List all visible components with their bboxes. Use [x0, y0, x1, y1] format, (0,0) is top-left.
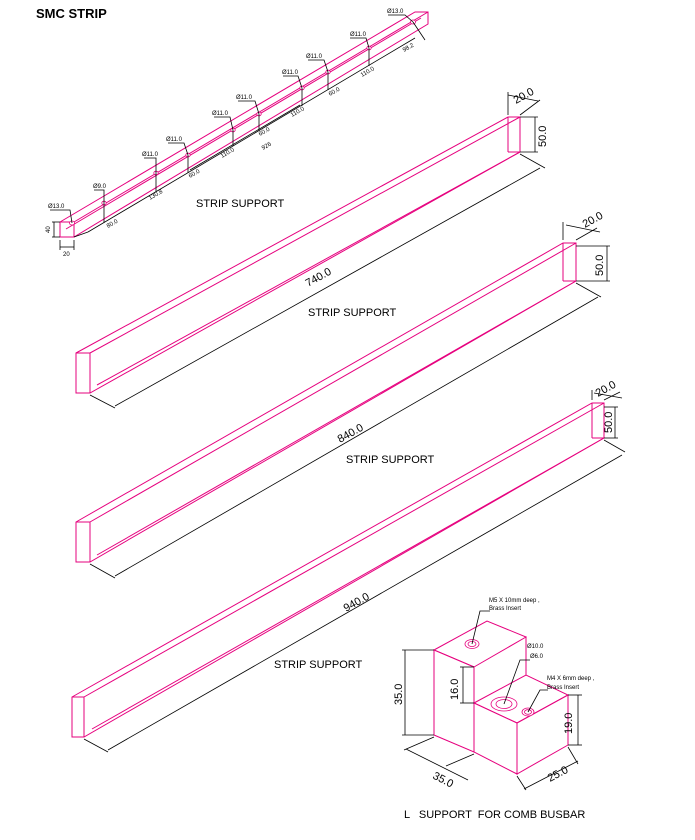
- dim-low-label: 19.0: [563, 713, 575, 734]
- hole-label: Ø11.0: [236, 95, 253, 101]
- hole-label: Ø11.0: [350, 32, 367, 38]
- hole-label: Ø9.0: [93, 184, 107, 190]
- bar-width-label: 20.0: [512, 86, 537, 107]
- insert-note-line2: Brass Insert: [489, 606, 521, 612]
- strip-support-label: STRIP SUPPORT: [274, 659, 363, 671]
- spacing-label: 80.0: [106, 218, 120, 229]
- hole-label: Ø13.0: [387, 9, 404, 15]
- dim-step-label: 16.0: [449, 679, 461, 700]
- spacing-label: 110.0: [220, 147, 236, 160]
- hole-label: Ø11.0: [282, 70, 299, 76]
- hole-label: Ø13.0: [48, 204, 65, 210]
- strip-leaders: [50, 14, 414, 224]
- spacing-label: 60.0: [188, 168, 202, 179]
- bar-length-label: 840.0: [336, 422, 366, 446]
- drawing-title: SMC STRIP: [36, 6, 107, 21]
- insert-note-line2: Brass Insert: [547, 685, 579, 691]
- strip-support-label: STRIP SUPPORT: [346, 454, 435, 466]
- spacing-label: 110.0: [360, 66, 376, 79]
- end-width-label: 20: [63, 252, 70, 258]
- strip-support-label: STRIP SUPPORT: [196, 198, 285, 210]
- insert-note-line1: M4 X 6mm deep ,: [547, 676, 595, 682]
- spacing-label: 60.0: [258, 126, 272, 137]
- hole-label: Ø11.0: [142, 152, 159, 158]
- bar-840-drawing: 840.0 20.0 50.0 STRIP SUPPORT: [75, 210, 610, 579]
- bar-height-label: 50.0: [594, 255, 606, 276]
- hole-label: Ø11.0: [306, 54, 323, 60]
- hole-big-label: Ø10.0: [527, 644, 544, 650]
- bar-width-label: 20.0: [581, 210, 606, 231]
- dim-height-label: 35.0: [393, 684, 405, 705]
- bar-length-label: 940.0: [342, 591, 372, 615]
- hole-label: Ø11.0: [166, 137, 183, 143]
- hole-label: Ø11.0: [212, 111, 229, 117]
- spacing-label: 60.0: [328, 86, 342, 97]
- spacing-label: 98.2: [402, 42, 416, 53]
- bar-height-label: 50.0: [603, 412, 615, 433]
- l-support-drawing: M5 X 10mm deep , Brass Insert Ø10.0 Ø6.0…: [393, 598, 595, 821]
- bar-height-label: 50.0: [537, 126, 549, 147]
- bar-940-drawing: 940.0 20.0 50.0 STRIP SUPPORT: [71, 379, 626, 753]
- overall-label: 926: [261, 141, 273, 152]
- hole-small-label: Ø6.0: [530, 654, 544, 660]
- insert-note-line1: M5 X 10mm deep ,: [489, 598, 540, 604]
- dim-length-label: 35.0: [431, 770, 456, 790]
- bar-740-drawing: 740.0 20.0 50.0 STRIP SUPPORT: [75, 86, 549, 409]
- strip-dim-lines: [52, 21, 426, 250]
- l-support-caption: L SUPPORT FOR COMB BUSBAR: [404, 809, 585, 821]
- spacing-label: 110.0: [290, 106, 306, 119]
- end-height-label: 40: [46, 226, 52, 233]
- strip-support-label: STRIP SUPPORT: [308, 307, 397, 319]
- smc-strip-drawing: Ø13.0 Ø9.0 Ø11.0 Ø11.0 Ø11.0 Ø11.0 Ø11.0…: [46, 9, 429, 258]
